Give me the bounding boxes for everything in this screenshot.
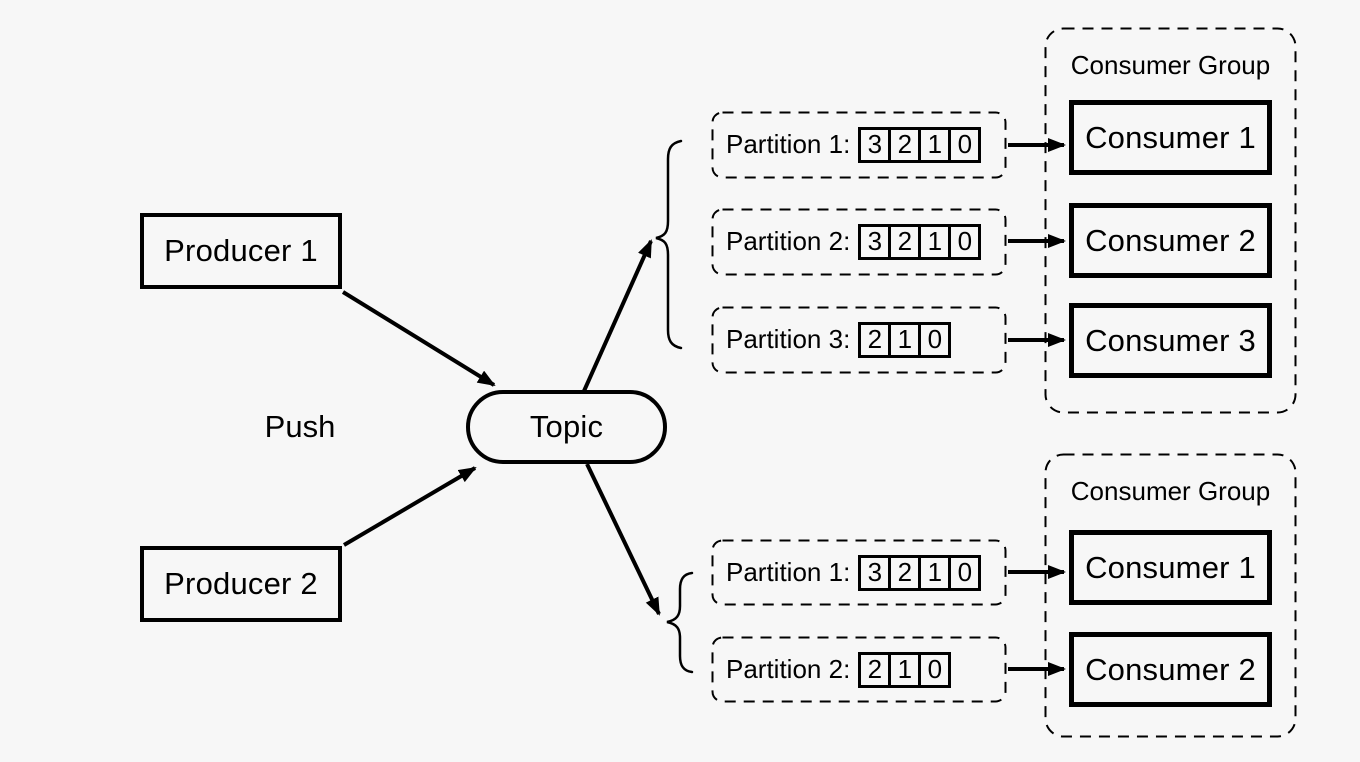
partition-cells: 2 1 0	[858, 321, 952, 358]
message-cell: 3	[858, 554, 892, 591]
consumer-node: Consumer 2	[1069, 632, 1272, 707]
consumer-label: Consumer 3	[1085, 322, 1256, 358]
partition-box-top-1-outline	[711, 111, 1007, 179]
consumer-label: Consumer 2	[1085, 651, 1256, 687]
message-cell: 2	[888, 554, 922, 591]
message-cell: 1	[918, 223, 952, 260]
top-partitions-brace	[655, 139, 683, 350]
message-cell: 1	[888, 651, 922, 688]
partition-label: Partition 3:	[726, 324, 851, 354]
partition-box-top-3-outline	[711, 306, 1007, 374]
consumer-group-bottom: Consumer Group Consumer 1 Consumer 2	[1045, 454, 1296, 737]
consumer-label: Consumer 1	[1085, 549, 1256, 585]
consumer-node: Consumer 1	[1069, 530, 1272, 605]
message-cell: 1	[918, 126, 952, 163]
message-cell: 0	[918, 651, 952, 688]
message-cell: 3	[858, 223, 892, 260]
bottom-partitions-brace	[666, 571, 694, 674]
message-cell: 2	[858, 321, 892, 358]
consumer-group-bottom-outline	[1044, 453, 1297, 738]
producer2-to-topic-arrow	[342, 466, 477, 547]
message-cell: 0	[948, 554, 982, 591]
message-cell: 2	[888, 223, 922, 260]
partition-cells: 3 2 1 0	[858, 126, 982, 163]
partition-label: Partition 1:	[726, 129, 851, 159]
partition-box-bottom-1-outline	[711, 539, 1007, 606]
topic-to-top-partitions-arrow	[582, 239, 653, 392]
consumer-group-title: Consumer Group	[1070, 476, 1271, 506]
producer-1-node: Producer 1	[140, 213, 342, 289]
message-cell: 1	[918, 554, 952, 591]
consumer-group-title: Consumer Group	[1070, 50, 1271, 80]
partition-box-bottom-2-outline	[711, 636, 1007, 703]
message-cell: 2	[858, 651, 892, 688]
consumer-node: Consumer 2	[1069, 203, 1272, 278]
message-cell: 2	[888, 126, 922, 163]
producer-2-label: Producer 2	[164, 566, 318, 601]
consumer-node: Consumer 3	[1069, 303, 1272, 378]
partition-row-top-2: Partition 2: 3 2 1 0	[712, 209, 1006, 274]
consumer-group-top: Consumer Group Consumer 1 Consumer 2 Con…	[1045, 28, 1296, 413]
partition-row-top-1: Partition 1: 3 2 1 0	[712, 112, 1006, 177]
message-cell: 1	[888, 321, 922, 358]
partition-row-top-3: Partition 3: 2 1 0	[712, 307, 1006, 372]
partition-cells: 3 2 1 0	[858, 223, 982, 260]
partition-cells: 2 1 0	[858, 651, 952, 688]
producer-1-label: Producer 1	[164, 233, 318, 268]
producer-2-node: Producer 2	[140, 546, 342, 622]
consumer-label: Consumer 1	[1085, 119, 1256, 155]
consumer-label: Consumer 2	[1085, 222, 1256, 258]
message-cell: 3	[858, 126, 892, 163]
topic-label: Topic	[529, 409, 604, 444]
topic-node: Topic	[466, 390, 667, 464]
consumer-group-top-outline	[1044, 27, 1297, 414]
consumer-node: Consumer 1	[1069, 100, 1272, 175]
partition-row-bottom-1: Partition 1: 3 2 1 0	[712, 540, 1006, 605]
partition-label: Partition 2:	[726, 226, 851, 256]
partition-cells: 3 2 1 0	[858, 554, 982, 591]
push-label: Push	[264, 409, 336, 444]
producer1-to-topic-arrow	[341, 290, 496, 387]
partition-label: Partition 1:	[726, 557, 851, 587]
partition-row-bottom-2: Partition 2: 2 1 0	[712, 637, 1006, 702]
message-cell: 0	[918, 321, 952, 358]
message-cell: 0	[948, 126, 982, 163]
partition-box-top-2-outline	[711, 208, 1007, 276]
partition-label: Partition 2:	[726, 654, 851, 684]
topic-to-bottom-partitions-arrow	[585, 463, 661, 616]
message-cell: 0	[948, 223, 982, 260]
